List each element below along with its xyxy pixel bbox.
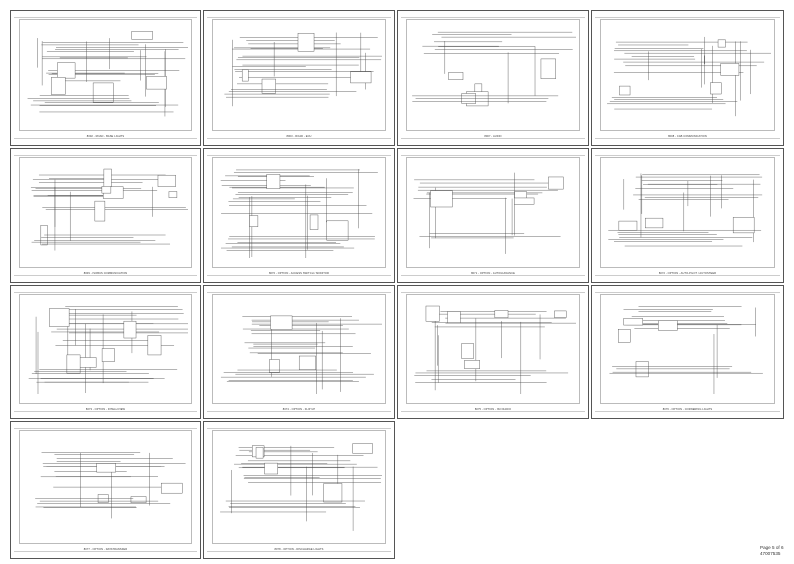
schematic-sheet-s3: 8007 - AUDIO: [397, 10, 589, 146]
wiring-diagram: [220, 315, 382, 394]
sheet-ruler-bottom: [14, 411, 197, 416]
schematic-sheet-s13: 8077 - OPTION - DATATRANSFER: [10, 421, 201, 559]
wiring-diagram: [28, 306, 188, 394]
wiring-diagram: [412, 31, 576, 107]
sheet-ruler-top: [14, 151, 197, 156]
sheet-title: 8071 - OPTION - AUTOGUIDANCE: [471, 272, 515, 275]
sheet-frame: [406, 294, 580, 404]
schematic-sheet-s4: 8008 - CAB COMMUNICATION: [591, 10, 784, 146]
sheet-ruler-bottom: [207, 275, 391, 280]
doc-number: 47007535: [760, 551, 781, 556]
schematic-sheet-s10: 8074 - OPTION - FLIP UP: [203, 285, 395, 419]
sheet-title: 8073 - OPTION - INTELLIVIEW: [85, 408, 126, 411]
sheet-frame: [212, 19, 386, 131]
schematic-sheet-s8: 8072 - OPTION - AUTO-PILOT / AUTOSTEER: [591, 148, 784, 283]
sheet-ruler-bottom: [14, 138, 197, 143]
sheet-title: 8002 - ROAD - BASE LIGHTS: [86, 135, 125, 138]
schematic-sheet-s5: 8009 - ISOBUS COMMUNICATION: [10, 148, 201, 283]
sheet-frame: [600, 157, 775, 268]
sheet-ruler-top: [595, 13, 780, 18]
sheet-title: 8008 - CAB COMMUNICATION: [668, 135, 707, 138]
sheet-title: 8009 - ISOBUS COMMUNICATION: [83, 272, 128, 275]
sheet-title: 8007 - AUDIO: [484, 135, 502, 138]
sheet-ruler-top: [14, 424, 197, 429]
sheet-ruler-top: [207, 151, 391, 156]
sheet-ruler-bottom: [207, 551, 391, 556]
sheet-ruler-top: [207, 424, 391, 429]
wiring-diagram: [609, 306, 763, 394]
sheet-ruler-bottom: [14, 275, 197, 280]
sheet-title: 8075 - OPTION - ISO RADIO: [474, 408, 512, 411]
sheet-frame: [19, 294, 192, 404]
sheet-ruler-bottom: [595, 138, 780, 143]
sheet-title: 8078 - OPTION - DISCHARGE LIGHTS: [274, 548, 324, 551]
wiring-diagram: [607, 36, 771, 117]
sheet-frame: [212, 430, 386, 544]
sheet-ruler-bottom: [401, 275, 585, 280]
schematic-sheet-s11: 8075 - OPTION - ISO RADIO: [397, 285, 589, 419]
sheet-frame: [19, 157, 192, 268]
sheet-frame: [600, 294, 775, 404]
sheet-ruler-top: [14, 13, 197, 18]
page-label: Page 5 of 6: [760, 545, 784, 550]
sheet-frame: [19, 430, 192, 544]
sheet-ruler-top: [595, 288, 780, 293]
wiring-diagram: [224, 32, 382, 107]
sheet-ruler-top: [401, 13, 585, 18]
sheet-ruler-top: [401, 288, 585, 293]
schematic-sheet-s12: 8076 - OPTION - CORNERING LIGHTS: [591, 285, 784, 419]
schematic-sheet-s6: 8070 - OPTION - ACCESS SWITCH / MONITOR: [203, 148, 395, 283]
sheet-title: 8074 - OPTION - FLIP UP: [282, 408, 316, 411]
sheet-frame: [212, 157, 386, 268]
wiring-diagram: [608, 173, 763, 247]
schematic-sheet-s7: 8071 - OPTION - AUTOGUIDANCE: [397, 148, 589, 283]
sheet-ruler-bottom: [595, 411, 780, 416]
sheet-frame: [212, 294, 386, 404]
sheet-title: 8070 - OPTION - ACCESS SWITCH / MONITOR: [268, 272, 330, 275]
sheet-ruler-bottom: [207, 411, 391, 416]
sheet-ruler-top: [401, 151, 585, 156]
wiring-diagram: [414, 305, 576, 394]
wiring-diagram: [27, 31, 188, 117]
sheet-frame: [406, 19, 580, 131]
schematic-sheet-s1: 8002 - ROAD - BASE LIGHTS: [10, 10, 201, 146]
wiring-diagram: [413, 172, 564, 254]
sheet-ruler-bottom: [401, 411, 585, 416]
wiring-diagram: [220, 169, 378, 258]
schematic-sheet-s9: 8073 - OPTION - INTELLIVIEW: [10, 285, 201, 419]
wiring-diagram: [30, 168, 188, 251]
sheet-title: 8077 - OPTION - DATATRANSFER: [83, 548, 128, 551]
sheet-ruler-bottom: [401, 138, 585, 143]
sheet-frame: [406, 157, 580, 268]
sheet-ruler-bottom: [595, 275, 780, 280]
schematic-sheet-s2: 8003 - ROAD - ECU: [203, 10, 395, 146]
sheet-frame: [19, 19, 192, 131]
sheet-ruler-bottom: [14, 551, 197, 556]
sheet-title: 8076 - OPTION - CORNERING LIGHTS: [662, 408, 713, 411]
sheet-title: 8072 - OPTION - AUTO-PILOT / AUTOSTEER: [658, 272, 717, 275]
sheet-ruler-top: [595, 151, 780, 156]
schematic-sheet-s14: 8078 - OPTION - DISCHARGE LIGHTS: [203, 421, 395, 559]
sheet-title: 8003 - ROAD - ECU: [286, 135, 312, 138]
sheet-ruler-top: [14, 288, 197, 293]
sheet-ruler-top: [207, 288, 391, 293]
sheet-ruler-bottom: [207, 138, 391, 143]
page-info: Page 5 of 6 47007535: [760, 545, 784, 557]
wiring-diagram: [35, 452, 186, 519]
sheet-ruler-top: [207, 13, 391, 18]
wiring-diagram: [220, 443, 382, 531]
sheet-frame: [600, 19, 775, 131]
